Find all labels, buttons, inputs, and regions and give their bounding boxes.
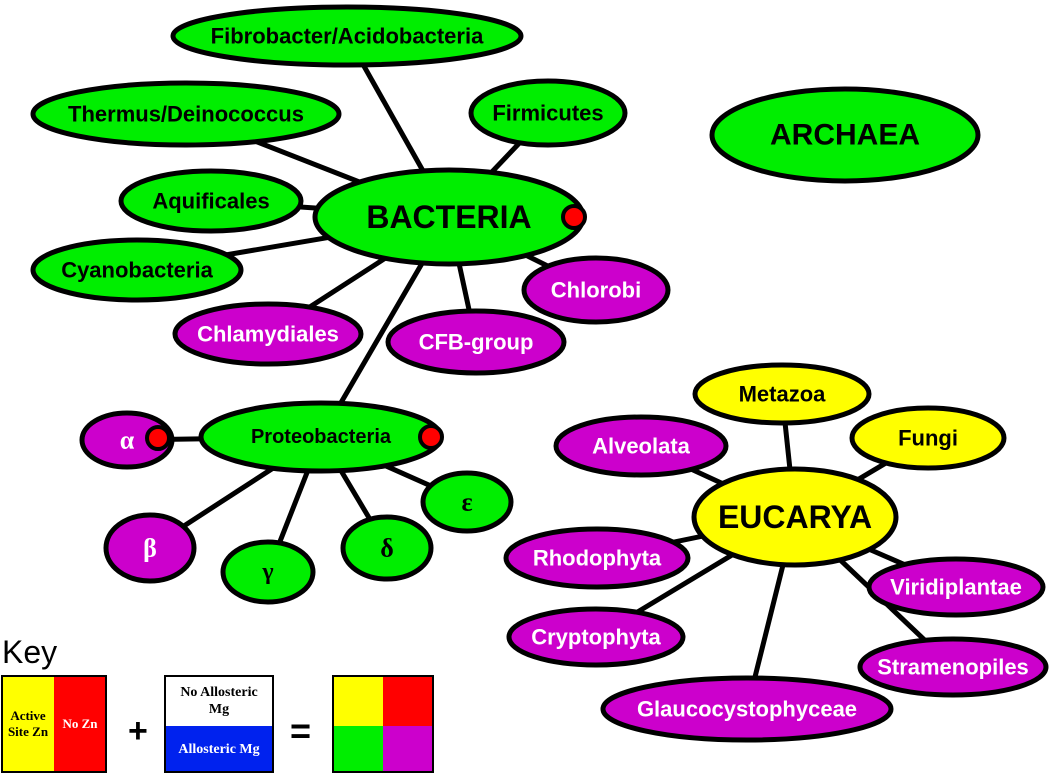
proteobacteria-marker-dot [418, 424, 444, 450]
key-allosteric-mg-label: Allosteric Mg [178, 741, 260, 757]
node-alveolata-label: Alveolata [592, 434, 691, 459]
node-thermus-shape [30, 80, 342, 148]
node-alpha-label: α [120, 426, 135, 455]
node-eucarya-label: EUCARYA [718, 499, 872, 535]
node-beta: β [103, 512, 197, 584]
node-aquificales: Aquificales [118, 168, 304, 234]
node-metazoa-label: Metazoa [739, 382, 827, 407]
node-archaea-label: ARCHAEA [770, 119, 920, 152]
node-chlamydiales-shape [172, 301, 364, 367]
node-cfb-label: CFB-group [419, 330, 534, 355]
node-glaucocystophyceae-label: Glaucocystophyceae [637, 697, 857, 722]
node-glaucocystophyceae-shape [600, 675, 894, 743]
node-bacteria: BACTERIA [312, 167, 586, 267]
key-no-zn-label: No Zn [62, 716, 98, 731]
node-cyanobacteria-label: Cyanobacteria [61, 258, 213, 283]
node-epsilon-shape [420, 470, 514, 534]
node-metazoa-shape [692, 362, 872, 426]
key-allosteric-mg: Allosteric Mg [165, 726, 273, 772]
node-fungi-shape [849, 405, 1007, 471]
node-cryptophyta-shape [506, 606, 686, 668]
node-fibrobacter-shape [170, 4, 524, 68]
node-chlamydiales: Chlamydiales [172, 301, 364, 367]
node-cryptophyta: Cryptophyta [506, 606, 686, 668]
node-viridiplantae-shape [866, 556, 1046, 618]
node-gamma-shape [220, 539, 316, 605]
node-thermus: Thermus/Deinococcus [30, 80, 342, 148]
node-firmicutes-shape [468, 78, 628, 148]
node-proteobacteria: Proteobacteria [198, 400, 444, 474]
node-eucarya: EUCARYA [691, 466, 899, 568]
key-no-allosteric-mg-label: No Allosteric Mg [180, 685, 258, 717]
node-viridiplantae: Viridiplantae [866, 556, 1046, 618]
node-cfb: CFB-group [385, 308, 567, 376]
node-firmicutes-label: Firmicutes [492, 101, 603, 126]
node-rhodophyta: Rhodophyta [503, 526, 691, 590]
node-epsilon: ε [420, 470, 514, 534]
node-alpha-shape [79, 410, 175, 470]
node-gamma-label: γ [261, 559, 273, 585]
node-cyanobacteria: Cyanobacteria [30, 237, 244, 303]
node-eucarya-shape [691, 466, 899, 568]
node-bacteria-label: BACTERIA [366, 199, 531, 235]
node-glaucocystophyceae: Glaucocystophyceae [600, 675, 894, 743]
node-archaea: ARCHAEA [709, 86, 981, 184]
node-fibrobacter: Fibrobacter/Acidobacteria [170, 4, 524, 68]
node-gamma: γ [220, 539, 316, 605]
node-chlamydiales-label: Chlamydiales [197, 322, 339, 347]
node-stramenopiles-shape [857, 636, 1049, 698]
key-equals-sign: = [290, 710, 312, 751]
node-beta-label: β [143, 534, 157, 563]
node-cfb-shape [385, 308, 567, 376]
node-epsilon-label: ε [461, 488, 472, 517]
key-no-allosteric-mg: No Allosteric Mg [165, 676, 273, 726]
node-aquificales-label: Aquificales [152, 189, 269, 214]
node-delta-label: δ [380, 534, 394, 563]
node-chlorobi-shape [521, 255, 671, 325]
node-stramenopiles: Stramenopiles [857, 636, 1049, 698]
alpha-marker-dot [145, 425, 171, 451]
node-aquificales-shape [118, 168, 304, 234]
node-rhodophyta-shape [503, 526, 691, 590]
key-combo-yellow [333, 676, 383, 726]
node-thermus-label: Thermus/Deinococcus [68, 102, 304, 127]
node-firmicutes: Firmicutes [468, 78, 628, 148]
node-cryptophyta-label: Cryptophyta [531, 625, 661, 650]
key-combo-red [383, 676, 433, 726]
key-combo-purple [383, 726, 433, 772]
node-fungi-label: Fungi [898, 426, 958, 451]
taxon-nodes: BACTERIA ARCHAEA EUCARYA Fibrobacter/Acidob… [30, 4, 1049, 743]
key-no-zn: No Zn [54, 676, 106, 772]
bacteria-marker-dot [561, 204, 587, 230]
key-mg-border [164, 675, 274, 773]
node-archaea-shape [709, 86, 981, 184]
key-zn-border [1, 675, 107, 773]
node-beta-shape [103, 512, 197, 584]
key-active-site-zn: Active Site Zn [2, 676, 54, 772]
key-title: Key [2, 634, 58, 670]
key-combo-green [333, 726, 383, 772]
key-plus-sign: + [128, 712, 148, 750]
node-delta: δ [340, 514, 434, 582]
node-alveolata-shape [553, 414, 729, 478]
node-stramenopiles-label: Stramenopiles [877, 655, 1029, 680]
key-active-site-zn-label: Active Site Zn [7, 708, 49, 739]
node-viridiplantae-label: Viridiplantae [890, 575, 1022, 600]
node-chlorobi: Chlorobi [521, 255, 671, 325]
node-alveolata: Alveolata [553, 414, 729, 478]
node-alpha: α [79, 410, 175, 470]
node-metazoa: Metazoa [692, 362, 872, 426]
node-proteobacteria-label: Proteobacteria [251, 426, 392, 448]
node-fungi: Fungi [849, 405, 1007, 471]
node-cyanobacteria-shape [30, 237, 244, 303]
key-combo-border [332, 675, 434, 773]
node-delta-shape [340, 514, 434, 582]
node-chlorobi-label: Chlorobi [551, 278, 641, 303]
node-fibrobacter-label: Fibrobacter/Acidobacteria [211, 24, 484, 49]
node-rhodophyta-label: Rhodophyta [533, 546, 662, 571]
